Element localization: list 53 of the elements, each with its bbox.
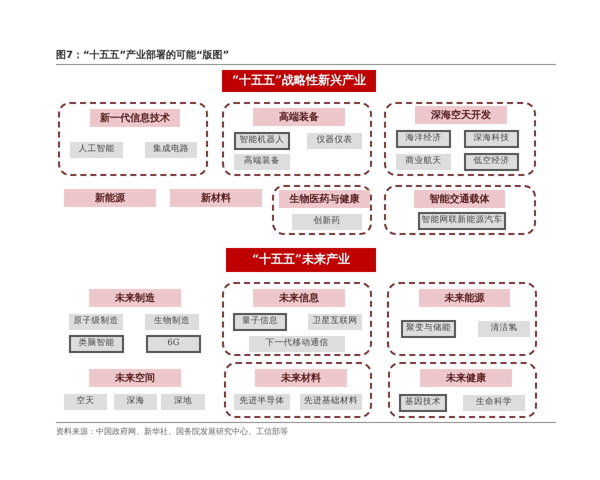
group-frame [222, 282, 372, 356]
industry-tag: 仪器仪表 [307, 133, 362, 149]
highlighted-industry-tag: 低空经济 [464, 153, 519, 171]
industry-tag: 商业航天 [396, 154, 451, 170]
section-banner: “十五五”未来产业 [226, 248, 376, 272]
highlighted-industry-tag: 类脑智能 [69, 335, 124, 353]
industry-tag: 先进基础材料 [300, 394, 362, 410]
industry-tag: 创新药 [292, 214, 362, 230]
industry-tag: 高端装备 [234, 154, 290, 170]
highlighted-industry-tag: 智能网联新能源汽车 [418, 212, 506, 230]
group-frame [388, 362, 537, 418]
group-frame [224, 362, 372, 418]
group-frame [58, 102, 208, 176]
industry-tag: 深海 [114, 394, 157, 410]
category-heading: 新材料 [170, 189, 262, 207]
group-frame [384, 102, 536, 176]
highlighted-industry-tag: 智能机器人 [234, 132, 290, 150]
category-heading: 新一代信息技术 [90, 109, 180, 127]
highlighted-industry-tag: 量子信息 [233, 313, 287, 331]
figure-title: 图7：“十五五”产业部署的可能“版图” [56, 48, 556, 65]
group-frame [384, 185, 536, 235]
industry-tag: 卫星互联网 [308, 314, 362, 330]
highlighted-industry-tag: 深海科技 [464, 130, 519, 148]
industry-tag: 空天 [64, 394, 107, 410]
highlighted-industry-tag: 基因技术 [399, 394, 447, 412]
category-heading: 生物医药与健康 [279, 190, 370, 208]
category-heading: 未来能源 [419, 289, 510, 307]
category-heading: 深海空天开发 [415, 106, 507, 124]
industry-tag: 人工智能 [70, 142, 123, 158]
category-heading: 高端装备 [253, 108, 345, 126]
industry-tag: 先进半导体 [234, 394, 290, 410]
industry-tag: 集成电路 [145, 142, 197, 158]
highlighted-industry-tag: 聚变与储能 [401, 320, 456, 338]
category-heading: 智能交通载体 [414, 190, 505, 208]
category-heading: 未来健康 [420, 369, 512, 387]
category-heading: 未来信息 [253, 289, 345, 307]
industry-tag: 生命科学 [463, 395, 525, 411]
category-heading: 未来制造 [89, 289, 181, 307]
industry-tag: 清洁氢 [478, 321, 530, 337]
industry-tag: 原子级制造 [69, 314, 123, 330]
source-note: 资料来源：中国政府网、新华社、国务院发展研究中心、工信部等 [56, 422, 556, 437]
category-heading: 新能源 [64, 189, 156, 207]
industry-tag: 深地 [161, 394, 205, 410]
category-heading: 未来空间 [89, 369, 181, 387]
group-frame [272, 185, 372, 235]
category-heading: 未来材料 [255, 369, 347, 387]
highlighted-industry-tag: 6G [146, 335, 201, 353]
section-banner: “十五五”战略性新兴产业 [222, 70, 376, 92]
industry-tag: 生物制造 [145, 314, 199, 330]
group-frame [222, 102, 372, 176]
group-frame [387, 282, 537, 356]
industry-tag: 下一代移动通信 [249, 336, 345, 352]
highlighted-industry-tag: 海洋经济 [396, 130, 451, 148]
